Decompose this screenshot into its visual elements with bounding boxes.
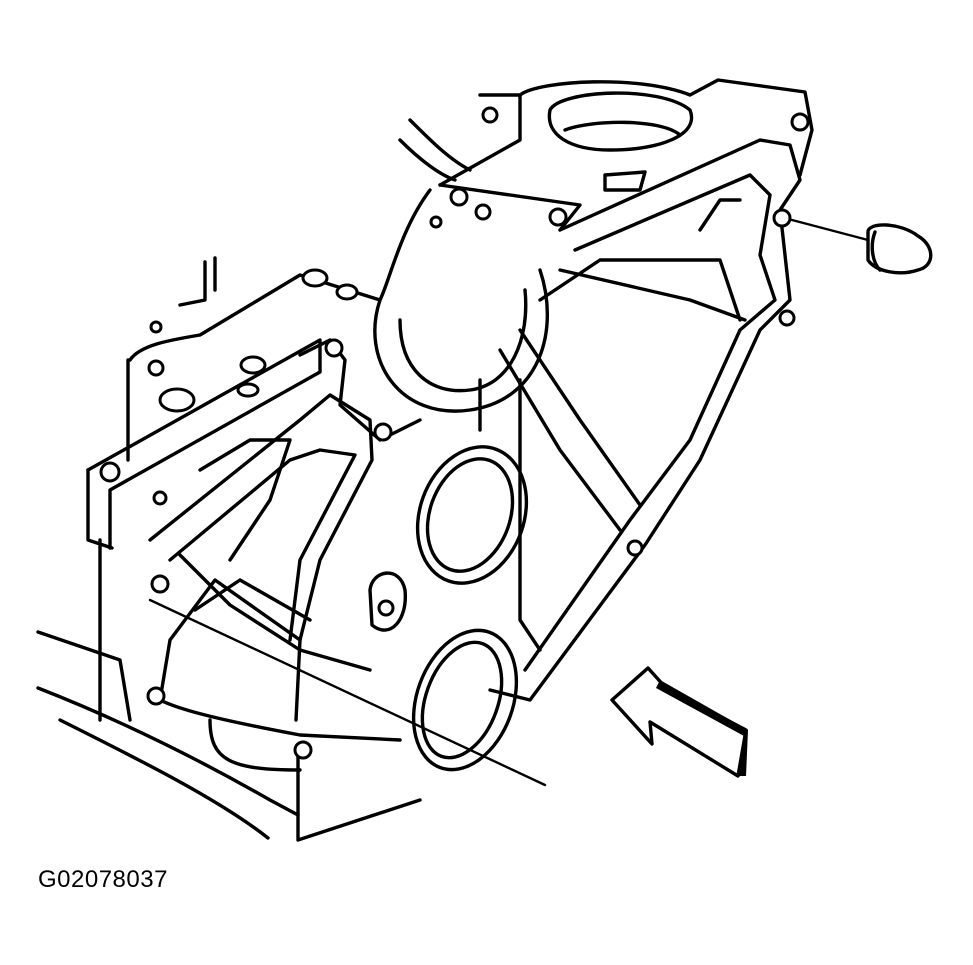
crankshaft-bore [298,183,582,442]
gallery-plug [790,218,933,275]
block-side-flange [478,138,802,702]
oil-pump-bore-rings [411,445,529,772]
view-direction-arrow-icon [610,666,748,778]
front-cover-flange [86,256,382,550]
bearing-cap-ribs [146,393,407,760]
crankcase-lower-body [36,538,547,842]
rear-seal-housing [398,78,814,192]
figure-id-label: G02078037 [38,866,168,893]
